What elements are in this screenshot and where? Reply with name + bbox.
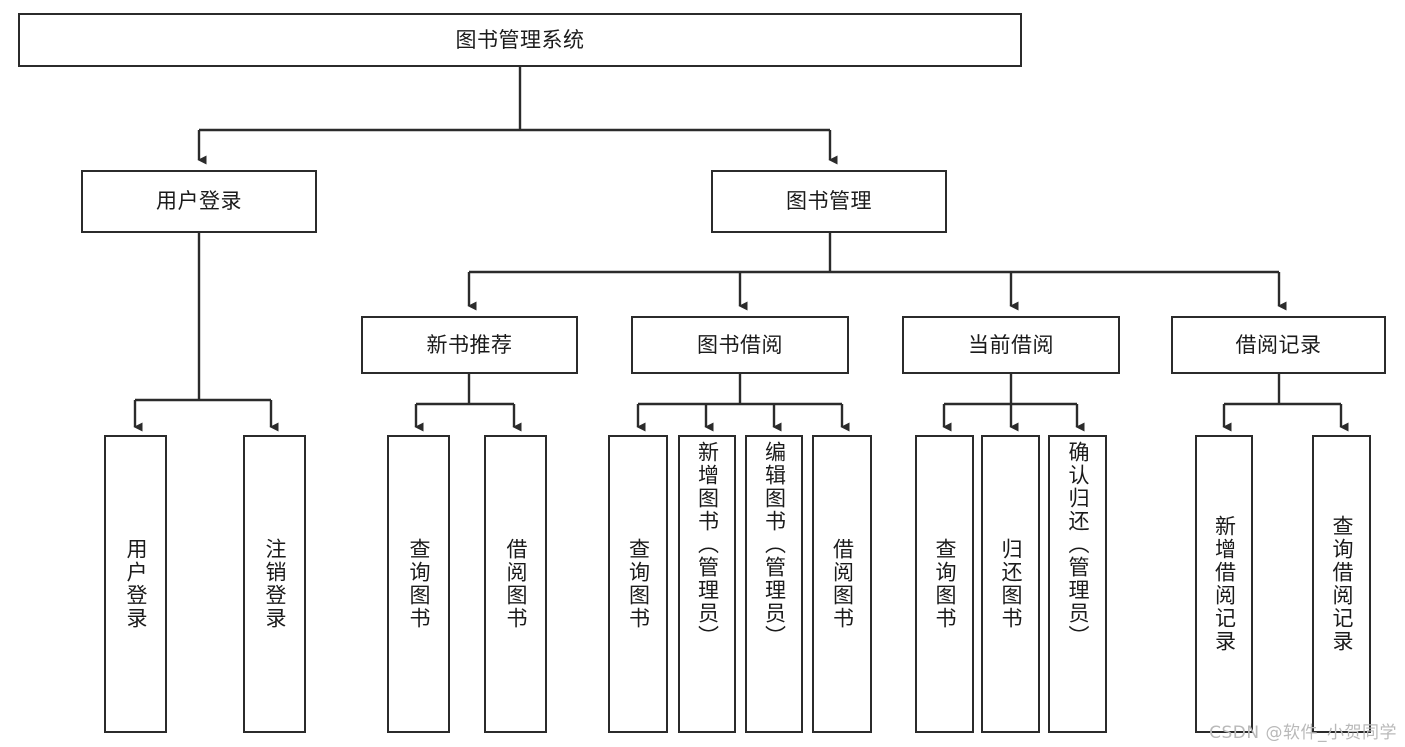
node-label: 查询图书 [407,538,431,630]
leaf-current-return-book[interactable]: 归还图书 [981,435,1040,733]
node-label: 图书借阅 [697,332,783,357]
node-label: 当前借阅 [968,332,1054,357]
node-current-borrow[interactable]: 当前借阅 [902,316,1120,374]
leaf-record-query-borrow-record[interactable]: 查询借阅记录 [1312,435,1371,733]
node-label: 借阅记录 [1235,332,1322,357]
node-borrow-record[interactable]: 借阅记录 [1171,316,1386,374]
leaf-recommend-borrow-book[interactable]: 借阅图书 [484,435,547,733]
node-label: 借阅图书 [504,538,528,630]
leaf-recommend-query-book[interactable]: 查询图书 [387,435,450,733]
node-label: 新书推荐 [426,332,513,357]
node-root-book-management-system[interactable]: 图书管理系统 [18,13,1022,67]
node-label: 图书管理系统 [455,27,585,52]
leaf-current-confirm-return-admin[interactable]: 确认归还（管理员） [1048,435,1107,733]
leaf-user-logout[interactable]: 注销登录 [243,435,306,733]
node-label: 查询图书 [933,538,957,630]
node-book-borrow[interactable]: 图书借阅 [631,316,849,374]
node-label: 查询图书 [626,538,651,630]
leaf-user-login[interactable]: 用户登录 [104,435,167,733]
leaf-borrow-borrow-book[interactable]: 借阅图书 [812,435,872,733]
node-label: 借阅图书 [830,538,855,630]
leaf-record-add-borrow-record[interactable]: 新增借阅记录 [1195,435,1253,733]
node-label: 图书管理 [786,189,872,214]
node-label: 新增借阅记录 [1212,515,1237,653]
node-label: 新增图书（管理员） [695,441,720,648]
node-label: 归还图书 [999,538,1023,630]
node-label: 用户登录 [156,189,242,214]
node-label: 用户登录 [124,538,148,630]
leaf-borrow-edit-book-admin[interactable]: 编辑图书（管理员） [745,435,803,733]
leaf-borrow-query-book[interactable]: 查询图书 [608,435,668,733]
node-book-management[interactable]: 图书管理 [711,170,947,233]
node-new-book-recommend[interactable]: 新书推荐 [361,316,578,374]
node-label: 查询借阅记录 [1330,515,1354,653]
node-label: 确认归还（管理员） [1066,441,1090,648]
leaf-borrow-add-book-admin[interactable]: 新增图书（管理员） [678,435,736,733]
leaf-current-query-book[interactable]: 查询图书 [915,435,974,733]
node-label: 编辑图书（管理员） [762,441,787,648]
node-user-login[interactable]: 用户登录 [81,170,317,233]
node-label: 注销登录 [263,538,287,630]
csdn-watermark: CSDN @软件_小贺同学 [1209,723,1397,743]
